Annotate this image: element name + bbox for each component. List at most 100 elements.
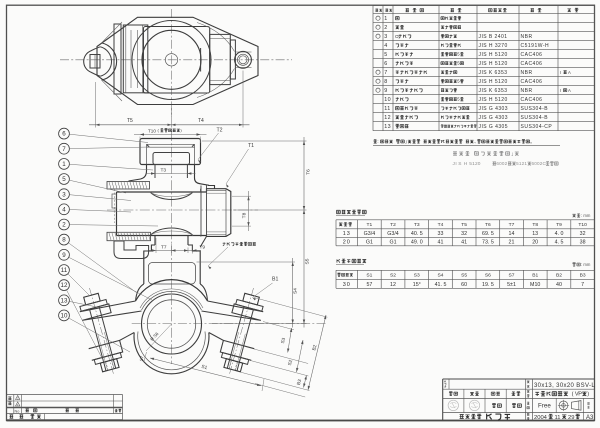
svg-text:T2: T2: [217, 128, 223, 134]
svg-text:0: 0: [537, 161, 540, 166]
svg-text:57: 57: [366, 282, 372, 288]
svg-text:60: 60: [461, 282, 467, 288]
svg-text:A: A: [568, 70, 571, 75]
svg-text:G3/4: G3/4: [364, 231, 376, 237]
svg-text:15°: 15°: [413, 282, 421, 288]
svg-text:33: 33: [438, 231, 444, 237]
svg-text:P: P: [578, 392, 582, 398]
svg-text:21: 21: [509, 239, 515, 245]
svg-text:9: 9: [384, 88, 387, 94]
svg-text:30: 30: [343, 282, 351, 288]
svg-text:41. 5: 41. 5: [435, 282, 447, 288]
svg-text:): ): [587, 392, 589, 398]
svg-text:8: 8: [62, 237, 66, 244]
svg-text:JIS G 4305: JIS G 4305: [479, 124, 509, 130]
svg-text:SUS304-B: SUS304-B: [521, 115, 549, 121]
svg-text:5±1: 5±1: [507, 282, 516, 288]
svg-text:M10: M10: [530, 282, 540, 288]
svg-text:JIS H 5120: JIS H 5120: [479, 52, 508, 58]
svg-text:J: J: [453, 161, 456, 167]
svg-text:H: H: [464, 161, 468, 167]
svg-text:C5191W-H: C5191W-H: [521, 43, 550, 49]
svg-text:(: (: [158, 128, 160, 133]
svg-text:JIS G 4303: JIS G 4303: [479, 115, 509, 121]
svg-text:29: 29: [568, 415, 574, 421]
svg-text:JIS H 5120: JIS H 5120: [479, 79, 508, 85]
svg-text:5: 5: [457, 61, 460, 66]
svg-text:1: 1: [472, 161, 475, 167]
svg-text:G3/4: G3/4: [387, 231, 399, 237]
svg-text:T10: T10: [578, 222, 587, 228]
svg-text:4: 4: [384, 43, 387, 49]
svg-text:O: O: [395, 34, 399, 39]
svg-text:40. 5: 40. 5: [411, 231, 423, 237]
svg-text:I: I: [560, 70, 561, 75]
svg-text:T1: T1: [367, 222, 373, 228]
svg-text:「: 「: [471, 151, 476, 157]
svg-text:SUS304-CP: SUS304-CP: [521, 124, 553, 130]
svg-text:32: 32: [461, 231, 467, 237]
svg-text:7: 7: [581, 282, 584, 288]
svg-text:T5: T5: [461, 222, 467, 228]
svg-text:10: 10: [384, 97, 391, 103]
svg-text:JIS H 5120: JIS H 5120: [479, 97, 508, 103]
svg-text:T7: T7: [509, 222, 515, 228]
svg-text:13: 13: [61, 297, 68, 304]
svg-text:2004: 2004: [534, 415, 548, 421]
svg-text:0: 0: [534, 161, 537, 166]
svg-text:S: S: [458, 161, 461, 167]
svg-text:1: 1: [384, 16, 387, 22]
svg-text:T7: T7: [161, 244, 167, 250]
svg-text:S3: S3: [414, 273, 420, 279]
svg-text:0: 0: [502, 161, 505, 166]
svg-text:3: 3: [384, 34, 387, 40]
svg-text:5: 5: [516, 161, 519, 166]
svg-text:): ): [180, 128, 182, 133]
svg-text:1: 1: [17, 403, 19, 407]
svg-text:C: C: [543, 161, 547, 166]
svg-text:NBR: NBR: [521, 88, 533, 94]
svg-text:。: 。: [530, 139, 534, 144]
svg-text:1: 1: [62, 161, 66, 168]
svg-text:20: 20: [343, 239, 351, 245]
svg-text:T2: T2: [390, 222, 396, 228]
svg-text:69. 5: 69. 5: [482, 231, 494, 237]
svg-text:NBR: NBR: [521, 70, 533, 76]
svg-text:A3: A3: [586, 415, 594, 421]
svg-text:: mm: : mm: [581, 262, 591, 267]
svg-text:B1: B1: [532, 273, 538, 279]
svg-text:S1: S1: [366, 273, 372, 279]
svg-text:」: 」: [405, 139, 409, 144]
svg-text:5: 5: [62, 176, 66, 183]
svg-text:T4: T4: [198, 118, 204, 124]
svg-text:5: 5: [469, 161, 472, 167]
svg-text:T4: T4: [438, 222, 444, 228]
svg-text:I: I: [560, 88, 561, 93]
svg-text:6: 6: [384, 61, 387, 67]
svg-text:SUS304-B: SUS304-B: [521, 106, 549, 112]
svg-text:5: 5: [384, 52, 387, 58]
svg-text:T5: T5: [127, 118, 133, 124]
svg-text:4: 4: [62, 206, 66, 213]
svg-text:S5: S5: [304, 258, 310, 264]
svg-text:JIS K 6353: JIS K 6353: [479, 70, 508, 76]
svg-text:7: 7: [384, 70, 387, 76]
svg-text:41: 41: [438, 239, 444, 245]
svg-text:4. 5: 4. 5: [555, 239, 564, 245]
svg-text:6: 6: [532, 161, 535, 166]
svg-text:CAC406: CAC406: [521, 52, 543, 58]
svg-text:40: 40: [556, 282, 562, 288]
svg-text:T6: T6: [485, 222, 491, 228]
svg-text:2: 2: [17, 396, 19, 400]
svg-text:T8: T8: [242, 212, 248, 218]
svg-text:Free: Free: [538, 403, 551, 410]
svg-text:14: 14: [509, 231, 515, 237]
svg-text:JIS B 2401: JIS B 2401: [479, 34, 508, 40]
svg-text:49. 0: 49. 0: [411, 239, 423, 245]
svg-text:32: 32: [580, 231, 586, 237]
svg-text:2: 2: [475, 161, 478, 167]
svg-text:1: 1: [524, 161, 527, 166]
svg-text:B2: B2: [556, 273, 562, 279]
svg-text:CAC406: CAC406: [521, 79, 543, 85]
svg-text:19. 5: 19. 5: [482, 282, 494, 288]
